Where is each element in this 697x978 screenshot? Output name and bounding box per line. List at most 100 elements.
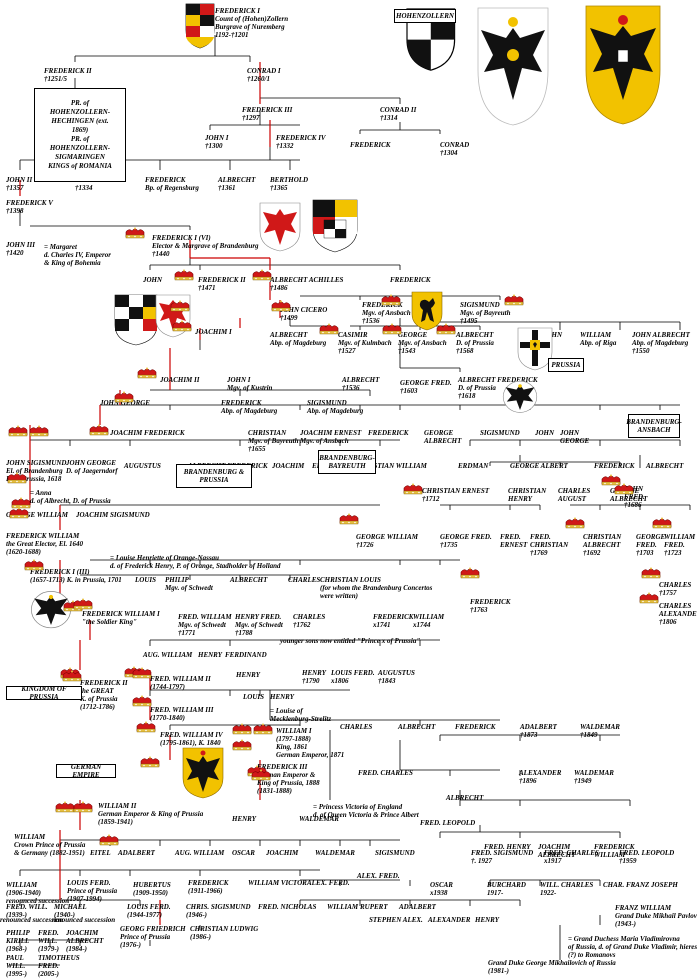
person-line: CHRISTIAN WILLIAM <box>356 462 428 470</box>
person-p42: JOACHIM FREDERICK <box>109 429 186 437</box>
person-line: CHAR. FRANZ JOSEPH <box>603 881 678 889</box>
person-line: HENRY <box>507 495 533 503</box>
person-line: FREDERICK WILLIAM <box>6 532 80 540</box>
person-p105: HENRY <box>269 693 295 701</box>
person-line: Mgv. of Schwedt <box>234 621 284 629</box>
person-p100: HENRY†1790 <box>301 669 327 685</box>
person-line: †1300 <box>205 142 223 150</box>
person-p39: JOHN GEORGE <box>99 399 150 407</box>
person-line: ADALBERT <box>519 723 558 731</box>
person-p141: FREDERICK(1911-1966) <box>188 879 230 895</box>
person-line: JOHN <box>542 331 563 339</box>
person-line: GEORGE <box>560 437 590 445</box>
person-line: German Emperor & King of Prussia <box>98 810 204 818</box>
person-p107: FRED. WILLIAM IV(1795-1861), K. 1840 <box>160 731 224 747</box>
person-p20: FREDERICK II†1471 <box>198 276 246 292</box>
person-line: FRED. WILLIAM <box>178 613 232 621</box>
person-line: †1686 <box>624 501 642 509</box>
person-line: FRED. HENRY <box>484 843 531 851</box>
person-line: †1471 <box>198 284 216 292</box>
person-line: HENRY <box>197 651 223 659</box>
person-line: x1806 <box>330 677 349 685</box>
person-line: WILLIAM <box>413 613 445 621</box>
person-p131: OSCAR <box>232 849 255 857</box>
person-line: FREDERICK <box>470 598 512 606</box>
person-p13: ALBRECHT†1361 <box>217 176 256 192</box>
person-line: JOACHIM <box>537 843 571 851</box>
person-line: German Emperor & <box>257 771 316 779</box>
person-line: D. of Jaegerndorf <box>65 467 118 475</box>
crown-icon <box>436 323 456 335</box>
person-line: WILLIAM I <box>276 727 312 735</box>
person-line: FRED. <box>530 533 551 541</box>
person-line: †1769 <box>530 549 548 557</box>
person-line: Mgv. of Bayreuth <box>459 309 511 317</box>
person-p135: FRED. SIGISMUND†. 1927 <box>471 849 533 865</box>
person-line: FRED. <box>38 962 59 970</box>
person-p48: JOHN <box>534 429 555 437</box>
crown-icon <box>24 559 44 571</box>
person-line: (?) to Romanovs <box>568 951 616 959</box>
imperial-eagle-icon <box>585 5 661 125</box>
hohenzollern-shield-icon <box>312 199 358 253</box>
person-line: renounced succession <box>0 916 63 924</box>
person-line: ALBRECHT <box>217 176 256 184</box>
person-p45: FREDERICK <box>368 429 410 437</box>
person-line: FRED. SIGISMUND <box>471 849 533 857</box>
person-line: FREDERICK <box>373 613 415 621</box>
crown-icon <box>252 269 272 281</box>
crown-icon <box>504 294 524 306</box>
person-line: HENRY FRED. <box>234 613 282 621</box>
title-box-line: KINGS of ROMANIA <box>48 162 112 170</box>
person-line: (1909-1950) <box>133 889 168 897</box>
person-p86: FREDERICK WILLIAM I"the Soldier King" <box>82 610 160 626</box>
crown-icon <box>319 323 339 335</box>
person-p159: renounced succession <box>52 916 115 924</box>
person-p133: WALDEMAR <box>315 849 355 857</box>
person-line: CHARLES <box>558 487 590 495</box>
crown-icon <box>132 695 152 707</box>
crown-icon <box>11 497 31 509</box>
person-line: FRED. WILLIAM III <box>150 706 214 714</box>
person-line: GEORGE <box>424 429 454 437</box>
emblems-layer <box>30 3 661 799</box>
person-line: †1314 <box>380 114 398 122</box>
main-line-of-descent <box>19 62 281 925</box>
person-line: GEORGE ALBERT <box>510 462 569 470</box>
person-line: = Grand Duchess Maria Vladimirovna <box>568 935 680 943</box>
person-line: JOHN CICERO <box>279 306 327 314</box>
person-p60: ERDMAN <box>457 462 489 470</box>
person-line: Prince of Prussia <box>120 933 171 941</box>
person-p15: FREDERICK V†1398 <box>6 199 54 215</box>
crown-icon <box>652 517 672 529</box>
person-line: AUG. WILLIAM <box>174 849 225 857</box>
person-line: FRED. NICHOLAS <box>258 903 316 911</box>
person-line: x1741 <box>372 621 391 629</box>
person-line: JOACHIM I <box>194 328 232 336</box>
person-line: AUG. WILLIAM <box>142 651 193 659</box>
person-line: OSCAR <box>430 881 453 889</box>
person-line: D. of Prussia, 1618 <box>5 475 62 483</box>
person-line: CONRAD <box>440 141 469 149</box>
person-line: LOUIS FERD. <box>126 903 171 911</box>
person-line: †1550 <box>632 347 650 355</box>
person-line: †1763 <box>470 606 488 614</box>
person-p6: JOHN I†1300 <box>204 134 229 150</box>
person-line: ERDMAN <box>457 462 489 470</box>
crown-icon <box>601 474 621 486</box>
person-line: ALEX. FERD. <box>306 879 350 887</box>
person-line: Elector & Margrave of Brandenburg <box>151 242 259 250</box>
person-line: JOACHIM ERNEST <box>299 429 362 437</box>
title-text: KINGDOM OF PRUSSIA <box>21 685 67 701</box>
crown-icon <box>73 801 93 813</box>
person-line: †1420 <box>6 249 24 257</box>
person-line: Mecklenburg-Strelitz <box>269 715 331 723</box>
crown-icon <box>639 592 659 604</box>
